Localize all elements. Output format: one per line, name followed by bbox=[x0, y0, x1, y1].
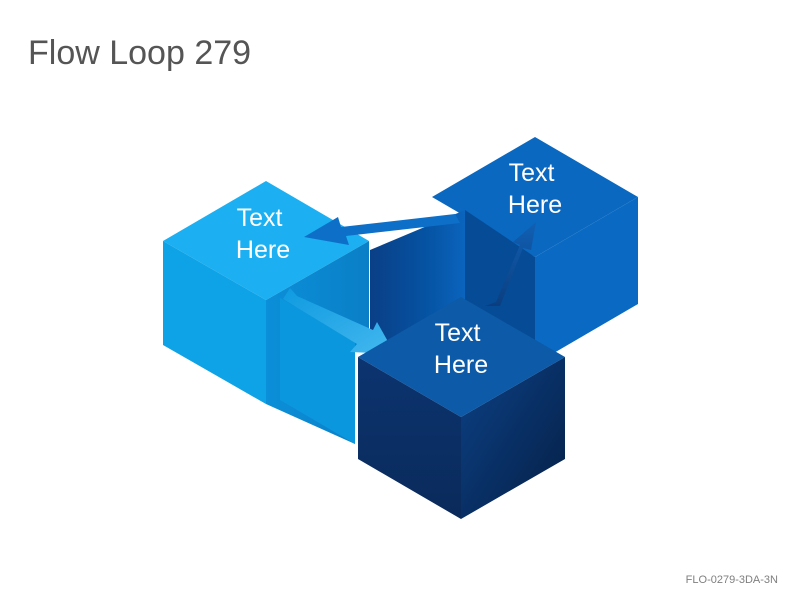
cube-front-label-line1: Text bbox=[435, 319, 481, 347]
slide-title: Flow Loop 279 bbox=[28, 34, 252, 72]
cube-left-label: Text Here bbox=[236, 204, 290, 264]
cube-right-label: Text Here bbox=[508, 159, 562, 219]
cube-left-top-face bbox=[163, 181, 369, 300]
cube-right-right-face bbox=[535, 197, 638, 364]
cube-front-top-face bbox=[358, 297, 565, 417]
cube-left-left-face bbox=[163, 241, 266, 404]
cube-front-label-line2: Here bbox=[434, 351, 488, 379]
cube-right-label-line2: Here bbox=[508, 191, 562, 219]
cube-left-connector-face bbox=[280, 298, 355, 444]
cube-front-right-face bbox=[461, 357, 565, 519]
cube-left-label-line1: Text bbox=[237, 204, 283, 232]
cube-front bbox=[358, 297, 565, 519]
cube-right-label-line1: Text bbox=[509, 159, 555, 187]
cube-front-label: Text Here bbox=[434, 319, 488, 379]
arrow-front-to-right bbox=[485, 222, 536, 306]
arrow-left-to-front bbox=[283, 288, 395, 354]
arrow-right-to-left bbox=[304, 214, 460, 245]
cube-left bbox=[163, 181, 369, 444]
footer-code: FLO-0279-3DA-3N bbox=[685, 574, 778, 586]
cube-front-left-face bbox=[358, 357, 461, 519]
cube-left-label-line2: Here bbox=[236, 236, 290, 264]
